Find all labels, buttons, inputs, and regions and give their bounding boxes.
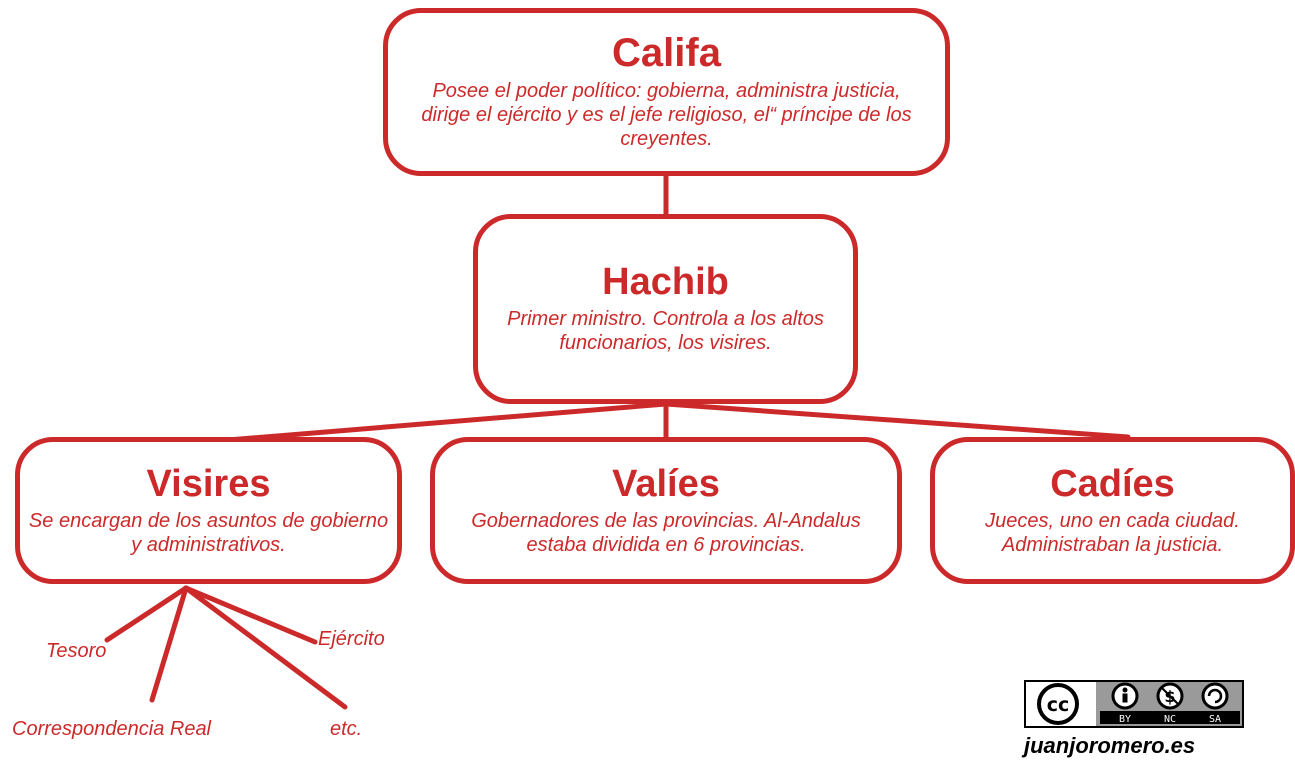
cc-label: cc [1047, 694, 1070, 716]
node-califa-description: Posee el poder político: gobierna, admin… [421, 80, 912, 150]
node-visires-description: Se encargan de los asuntos de gobierno y… [28, 509, 389, 556]
node-valies: Valíes Gobernadores de las provincias. A… [430, 437, 902, 584]
cc-icon [1037, 683, 1079, 725]
site-label[interactable]: juanjoromero.es [1024, 733, 1196, 758]
connector-visires-etc [183, 585, 348, 710]
node-cadies: Cadíes Jueces, uno en cada ciudad. Admin… [930, 437, 1295, 584]
cc-license-badge: cc $ BY NC SA [1024, 680, 1244, 728]
badge-nc: NC [1164, 714, 1176, 725]
node-hachib: Hachib Primer ministro. Controla a los a… [473, 214, 858, 404]
node-valies-title: Valíes [612, 462, 720, 505]
connector-hachib-visires [225, 401, 669, 443]
branch-label-tesoro: Tesoro [46, 640, 107, 662]
connector-visires-tesoro [104, 585, 189, 643]
node-visires-title: Visires [146, 462, 271, 505]
node-califa-title: Califa [612, 31, 721, 75]
connector-visires-correspondencia [149, 585, 189, 703]
node-hachib-title: Hachib [602, 261, 729, 303]
branch-label-correspondencia: Correspondencia Real [12, 718, 212, 740]
node-cadies-description: Jueces, uno en cada ciudad. Administraba… [985, 509, 1240, 556]
node-hachib-description: Primer ministro. Controla a los altos fu… [507, 308, 824, 354]
node-valies-description: Gobernadores de las provincias. Al-Andal… [471, 509, 861, 556]
node-califa: Califa Posee el poder político: gobierna… [383, 8, 950, 176]
node-visires: Visires Se encargan de los asuntos de go… [15, 437, 402, 584]
badge-by: BY [1119, 714, 1131, 725]
node-cadies-title: Cadíes [1050, 462, 1175, 505]
branch-label-etc: etc. [330, 718, 363, 740]
sa-icon [1201, 682, 1229, 710]
branch-label-ejercito: Ejército [318, 628, 385, 650]
connector-visires-ejercito [183, 585, 318, 645]
connector-hachib-cadies [663, 401, 1131, 440]
badge-sa: SA [1209, 714, 1221, 725]
